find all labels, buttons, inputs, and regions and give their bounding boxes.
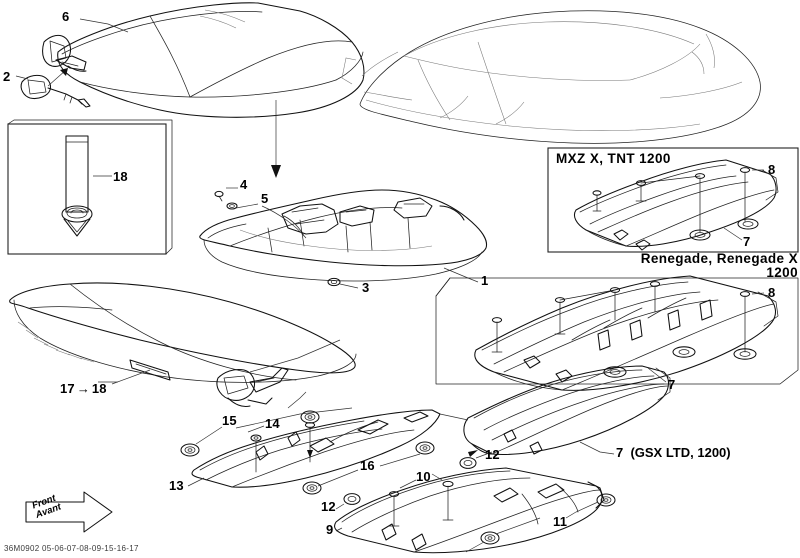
callout-10: 10 — [416, 469, 431, 484]
callout-8-renegade: 8 — [768, 285, 776, 300]
seat-cover-illustration — [42, 2, 365, 118]
callout-4: 4 — [240, 177, 248, 192]
screw — [491, 317, 503, 353]
front-arrow-shape — [25, 491, 113, 533]
fastener-5 — [226, 202, 238, 210]
transition-from: 17 — [60, 381, 75, 396]
screw-10-left — [388, 491, 400, 527]
bushing-11 — [596, 493, 616, 507]
mxz-running-board — [573, 159, 779, 251]
bushing-12-b — [459, 457, 477, 469]
screw-14 — [304, 422, 316, 463]
callout-9: 9 — [326, 522, 334, 537]
bushing-12-a — [343, 493, 361, 505]
bumper-stop-illustration — [61, 135, 112, 237]
fastener-4 — [214, 190, 224, 202]
bushing-9 — [480, 531, 500, 545]
callout-11: 11 — [553, 514, 568, 529]
footer-code: 36M0902 05-06-07-08-09-15-16-17 — [4, 544, 139, 553]
callout-3: 3 — [362, 280, 370, 295]
screw — [592, 190, 602, 212]
latch-key-illustration — [15, 68, 91, 108]
callout-14: 14 — [265, 416, 280, 431]
inset-box-frame — [7, 119, 173, 255]
gsx-variant-note: 7 (GSX LTD, 1200) — [616, 445, 731, 460]
bushing-16 — [302, 481, 322, 495]
callout-7-mxz: 7 — [743, 234, 751, 249]
front-arrow-text: Front Avant — [31, 482, 92, 521]
right-side-panel-illustration — [333, 450, 616, 554]
screw — [635, 180, 647, 202]
fastener-3 — [327, 277, 341, 287]
screw — [739, 291, 751, 353]
bushing-15 — [180, 443, 200, 457]
renegade-box-frame — [435, 275, 799, 391]
transition-17-to-18: 17 → 18 — [60, 381, 107, 396]
callout-12-lower: 12 — [321, 499, 336, 514]
seat-reference-illustration — [341, 10, 761, 144]
transition-to: 18 — [91, 381, 107, 396]
callout-7-renegade: 7 — [668, 377, 676, 392]
transition-arrow-icon: → — [76, 381, 90, 396]
callout-1: 1 — [481, 273, 489, 288]
bushing-16-right — [415, 441, 435, 455]
callout-6: 6 — [62, 9, 70, 24]
screw — [739, 167, 751, 223]
renegade-box-title-line2: 1200 — [766, 265, 798, 281]
callout-13: 13 — [169, 478, 184, 493]
gsx-note-number: 7 — [616, 445, 624, 460]
renegade-running-board — [474, 275, 779, 391]
screw — [694, 173, 706, 233]
seat-base-illustration — [199, 100, 487, 289]
gsx-running-board — [463, 365, 671, 455]
mxz-tnt-box-frame — [547, 147, 799, 253]
callout-2: 2 — [3, 69, 11, 84]
seat-cushion-illustration — [9, 282, 357, 408]
screw — [649, 281, 661, 313]
left-side-panel-illustration — [180, 391, 469, 495]
gsx-note-text: (GSX LTD, 1200) — [630, 445, 731, 460]
callout-12-upper: 12 — [485, 447, 500, 462]
callout-16: 16 — [360, 458, 375, 473]
callout-8-mxz: 8 — [768, 162, 776, 177]
screw-10-right — [442, 480, 454, 521]
screw — [609, 287, 621, 321]
front-direction-marker: Front Avant — [22, 487, 118, 537]
callout-18-inset: 18 — [113, 169, 128, 184]
renegade-box-title-wrap: Renegade, Renegade X 1200 — [618, 251, 798, 281]
callout-15: 15 — [222, 413, 237, 428]
renegade-box-title: Renegade, Renegade X — [640, 251, 798, 266]
screw — [554, 297, 566, 335]
washer-14 — [250, 434, 262, 473]
callout-5: 5 — [261, 191, 269, 206]
mxz-tnt-box-title: MXZ X, TNT 1200 — [556, 151, 671, 166]
